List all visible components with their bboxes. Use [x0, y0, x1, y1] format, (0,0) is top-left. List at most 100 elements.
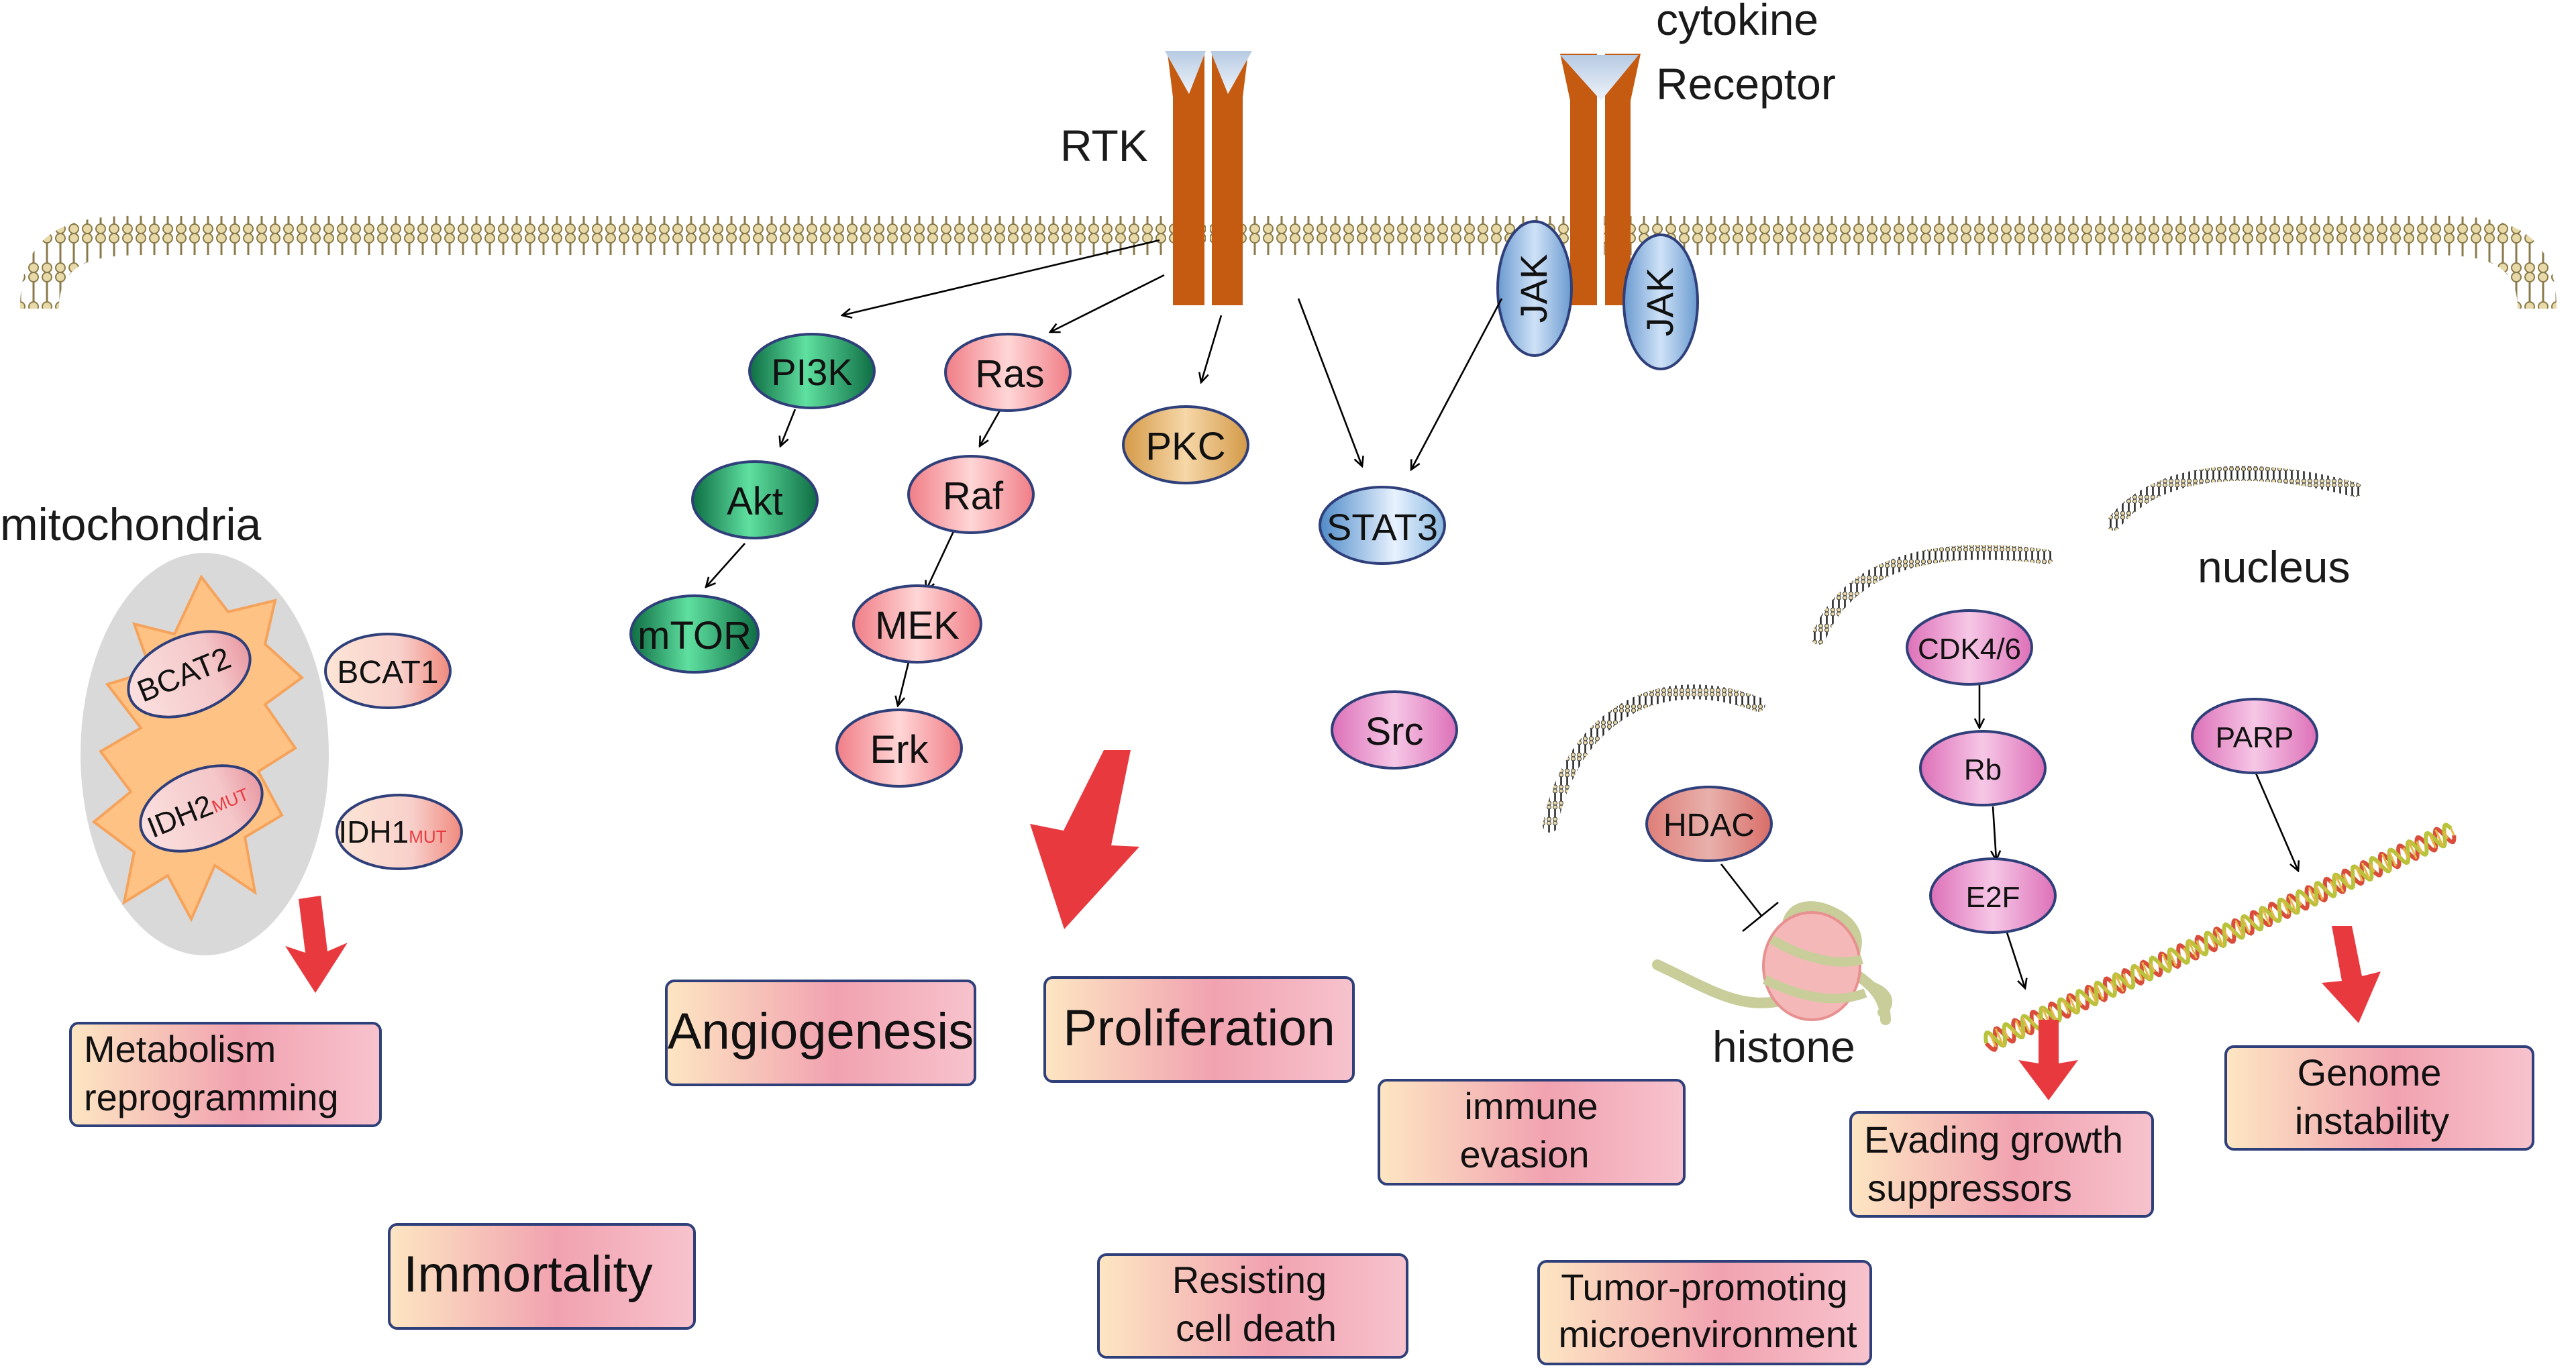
dna-rung — [2269, 906, 2277, 920]
dna-rung — [2381, 853, 2391, 871]
jak-right: JAK — [1622, 233, 1699, 370]
dna-rung — [2230, 928, 2235, 935]
mitochondria — [81, 553, 329, 955]
nuclear-membrane — [1543, 466, 2363, 833]
svg-text:STAT3: STAT3 — [1327, 506, 1438, 548]
svg-text:Rb: Rb — [1964, 753, 2002, 786]
svg-text:PARP: PARP — [2216, 721, 2294, 754]
dna-rung — [2408, 841, 2418, 859]
pi3k-node: PI3K — [748, 333, 876, 409]
dna-rung — [2355, 866, 2364, 882]
dna-rung — [2214, 929, 2224, 947]
dna-rung — [2281, 900, 2290, 915]
dna-rung — [2110, 980, 2116, 992]
dna-rung — [2334, 874, 2345, 892]
akt-node: Akt — [691, 460, 819, 539]
dna-rung — [2324, 887, 2328, 892]
nucleus-label: nucleus — [2198, 542, 2351, 592]
arrow-rtk-pkc — [1201, 315, 1223, 382]
bcat1-node: BCAT1 — [324, 633, 452, 709]
svg-text:Evading growth: Evading growth — [1864, 1118, 2123, 1161]
hallmark-resisting-cell-death: Resisting cell death — [1097, 1253, 1408, 1359]
dna-rung — [2135, 966, 2144, 982]
stat3-node: STAT3 — [1319, 486, 1446, 565]
svg-text:Erk: Erk — [870, 728, 929, 772]
dna-rung — [2168, 951, 2177, 967]
src-node: Src — [1331, 690, 1458, 770]
idh1-node: IDH1MUT — [336, 794, 463, 870]
rtk-label: RTK — [1060, 121, 1148, 170]
jak-left: JAK — [1496, 220, 1573, 357]
mek-node: MEK — [852, 584, 982, 664]
svg-text:CDK4/6: CDK4/6 — [1918, 633, 2021, 666]
dna-rung — [2114, 974, 2124, 992]
dna-rung — [2157, 961, 2162, 968]
dna-rung — [2428, 833, 2437, 849]
svg-text:HDAC: HDAC — [1663, 808, 1755, 843]
arrow-mek-erk — [898, 659, 911, 706]
svg-text:instability: instability — [2295, 1100, 2449, 1142]
dna-rung — [2076, 996, 2083, 1006]
idh2-node: IDH2MUT — [139, 764, 264, 853]
hallmark-proliferation: Proliferation — [1043, 976, 1355, 1083]
arrow-rtk-ras — [1050, 274, 1165, 332]
dna-rung — [2208, 933, 2217, 948]
mtor-node: mTOR — [629, 594, 760, 674]
dna-rung — [2256, 914, 2263, 925]
svg-text:Proliferation: Proliferation — [1063, 1000, 1335, 1057]
jak-left-label: JAK — [1512, 254, 1555, 323]
dna-rung — [2183, 947, 2189, 959]
dna-rung — [2241, 917, 2251, 934]
dna-rung — [2388, 851, 2397, 867]
svg-text:E2F: E2F — [1966, 881, 2020, 914]
dna-rung — [1989, 1033, 1997, 1047]
red-arrow-evading — [2018, 1020, 2078, 1100]
dna-rung — [2131, 976, 2134, 978]
dna-rung — [2416, 841, 2423, 853]
red-arrow-proliferation — [1030, 750, 1139, 929]
hallmark-immune-evasion: immune evasion — [1378, 1079, 1686, 1186]
dna-rung — [2021, 1016, 2031, 1034]
dna-rung — [2104, 986, 2108, 992]
cell-membrane — [20, 215, 2557, 309]
inhibit-bar — [1742, 901, 1779, 933]
svg-text:PKC: PKC — [1145, 425, 1225, 468]
e2f-node: E2F — [1929, 857, 2057, 934]
rb-node: Rb — [1919, 730, 2047, 806]
svg-text:Angiogenesis: Angiogenesis — [668, 1003, 974, 1060]
dna-rung — [2434, 829, 2444, 847]
red-arrow-mito — [285, 896, 348, 993]
nuclear-membrane-center — [1811, 545, 2054, 645]
dna-rung — [2261, 907, 2271, 926]
dna-rung — [2095, 984, 2104, 1000]
red-arrow-genome — [2322, 926, 2381, 1023]
inhibit-hdac-histone — [1720, 863, 1763, 916]
cdk46-node: CDK4/6 — [1906, 609, 2033, 686]
dna-rung — [2308, 886, 2318, 904]
dna-rung — [2361, 862, 2371, 880]
raf-node: Raf — [907, 455, 1035, 534]
dna-rung — [2234, 920, 2245, 937]
dna-rung — [2443, 831, 2449, 839]
nuclear-membrane-left — [1543, 684, 1765, 833]
dna-rung — [2003, 1029, 2010, 1039]
dna-rung — [2450, 828, 2455, 836]
svg-text:reprogramming: reprogramming — [84, 1076, 339, 1118]
dna-rung — [2398, 854, 2401, 858]
ras-node: Ras — [944, 333, 1072, 412]
svg-text:Akt: Akt — [727, 480, 783, 523]
arrow-parp-dna — [2253, 770, 2298, 871]
dna-rung — [2015, 1020, 2024, 1037]
arrow-pi3k-akt — [780, 409, 796, 446]
dna-rung — [2251, 920, 2255, 925]
jak-right-label: JAK — [1639, 268, 1681, 337]
arrow-rtk-pi3k — [842, 239, 1160, 315]
dna-rung — [2062, 1000, 2070, 1014]
svg-text:Immortality: Immortality — [403, 1246, 653, 1303]
hallmark-immortality: Immortality — [388, 1223, 696, 1330]
dna-rung — [2287, 895, 2298, 914]
erk-node: Erk — [835, 708, 963, 788]
dna-rung — [2010, 1028, 2015, 1035]
dna-rung — [2149, 963, 2156, 973]
